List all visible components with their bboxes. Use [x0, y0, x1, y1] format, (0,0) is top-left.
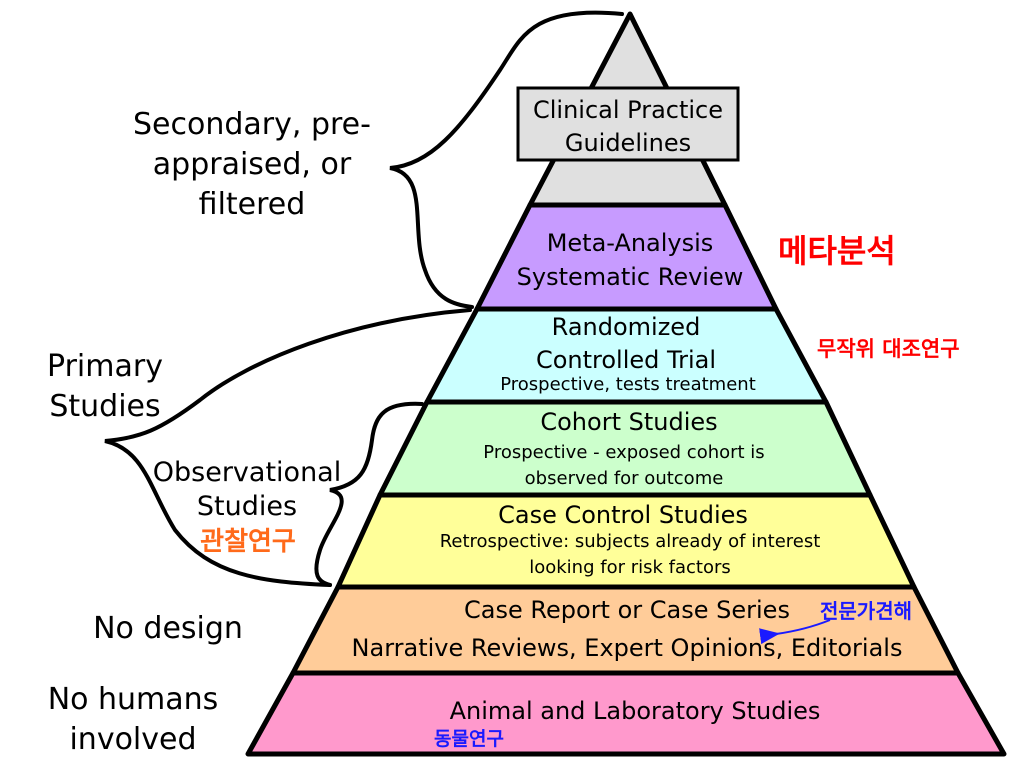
meta-line1: Meta-Analysis	[547, 229, 714, 257]
animal-korean-label: 동물연구	[434, 728, 504, 750]
case-control-title: Case Control Studies	[498, 501, 748, 529]
primary-label-line2: Studies	[49, 389, 160, 424]
observational-label-line1: Observational	[153, 457, 341, 488]
observational-brace	[314, 401, 424, 587]
secondary-label-line3: filtered	[199, 187, 306, 222]
observational-korean-label: 관찰연구	[200, 527, 296, 557]
secondary-label-line1: Secondary, pre-	[133, 107, 371, 142]
rct-line2: Controlled Trial	[536, 346, 716, 374]
case-report-line2: Narrative Reviews, Expert Opinions, Edit…	[352, 634, 903, 662]
meta-korean-label: 메타분석	[778, 232, 896, 270]
primary-label-line1: Primary	[47, 349, 163, 384]
secondary-label-line2: appraised, or	[153, 147, 352, 182]
rct-line1: Randomized	[552, 313, 701, 341]
no-humans-label-line2: involved	[69, 722, 196, 757]
cohort-sub1: Prospective - exposed cohort is	[483, 442, 764, 463]
cohort-title: Cohort Studies	[540, 408, 717, 436]
primary-brace	[104, 308, 472, 587]
rct-korean-label: 무작위 대조연구	[817, 337, 960, 361]
guidelines-box	[516, 86, 740, 162]
case-report-line1: Case Report or Case Series	[464, 596, 790, 624]
no-humans-label-line1: No humans	[48, 682, 219, 717]
animal-title: Animal and Laboratory Studies	[450, 697, 821, 725]
meta-line2: Systematic Review	[517, 263, 744, 291]
observational-label-line2: Studies	[197, 491, 297, 522]
secondary-brace	[389, 10, 624, 309]
rct-sub: Prospective, tests treatment	[500, 374, 756, 395]
guidelines-line1: Clinical Practice	[533, 96, 723, 124]
expert-opinion-arrow	[759, 619, 831, 645]
case-control-sub1: Retrospective: subjects already of inter…	[440, 531, 821, 552]
case-report-korean-label: 전문가견해	[820, 599, 912, 623]
cohort-sub2: observed for outcome	[525, 468, 724, 489]
no-design-label: No design	[93, 611, 243, 646]
case-control-sub2: looking for risk factors	[529, 557, 731, 578]
guidelines-line2: Guidelines	[565, 129, 691, 157]
tier-meta-band	[474, 202, 779, 312]
